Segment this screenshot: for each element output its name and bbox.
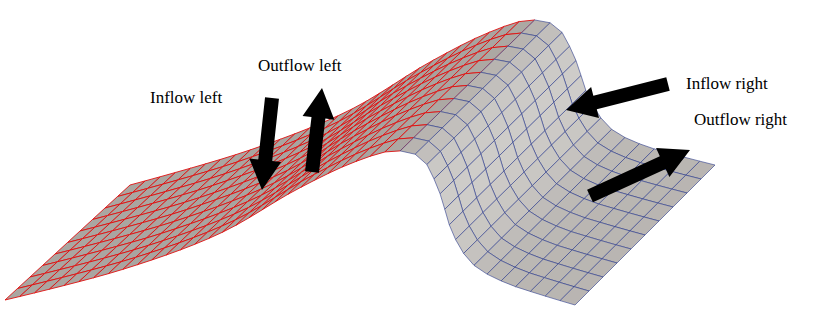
flow-arrows: [249, 77, 690, 202]
mesh-cell: [195, 226, 222, 244]
flow-label: Inflow right: [686, 74, 768, 94]
flow-arrow: [303, 88, 335, 173]
mesh-cell: [560, 287, 589, 305]
mesh-cell: [262, 189, 288, 209]
mesh-cell: [209, 220, 236, 239]
mesh-cell: [249, 197, 275, 217]
mesh-cells: [5, 20, 715, 305]
flow-arrow: [587, 148, 690, 202]
mesh-cell: [328, 154, 355, 173]
mesh-cell: [275, 182, 301, 202]
flow-label: Inflow left: [150, 88, 222, 108]
mesh-cell: [236, 205, 262, 225]
mesh-cell: [288, 174, 315, 194]
flow-label: Outflow right: [694, 110, 787, 130]
flow-arrow: [249, 97, 281, 190]
mesh-cell: [222, 213, 249, 232]
flow-arrow: [566, 77, 670, 118]
flow-label: Outflow left: [258, 56, 342, 76]
